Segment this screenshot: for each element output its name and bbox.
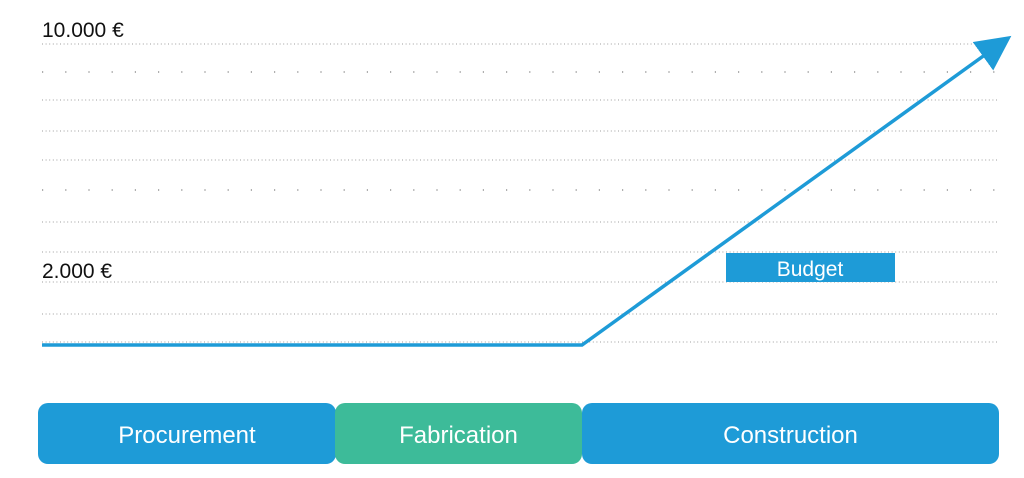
phase-fabrication-segment xyxy=(335,403,582,464)
phase-fabrication-label: Fabrication xyxy=(399,422,518,449)
phase-construction-segment xyxy=(582,403,999,464)
legend-label: Budget xyxy=(777,258,844,281)
grid xyxy=(42,43,998,343)
budget-series-line xyxy=(42,35,1012,347)
phase-construction-label: Construction xyxy=(723,422,858,449)
phase-bar: Procurement Fabrication Construction xyxy=(38,403,999,464)
y-tick-label-top: 10.000 € xyxy=(42,19,124,42)
phase-procurement-label: Procurement xyxy=(118,422,256,449)
y-tick-label-bottom: 2.000 € xyxy=(42,260,112,283)
phase-procurement-segment xyxy=(38,403,336,464)
legend: Budget xyxy=(726,253,895,282)
series-layer xyxy=(42,35,1012,347)
legend-swatch xyxy=(726,253,895,282)
